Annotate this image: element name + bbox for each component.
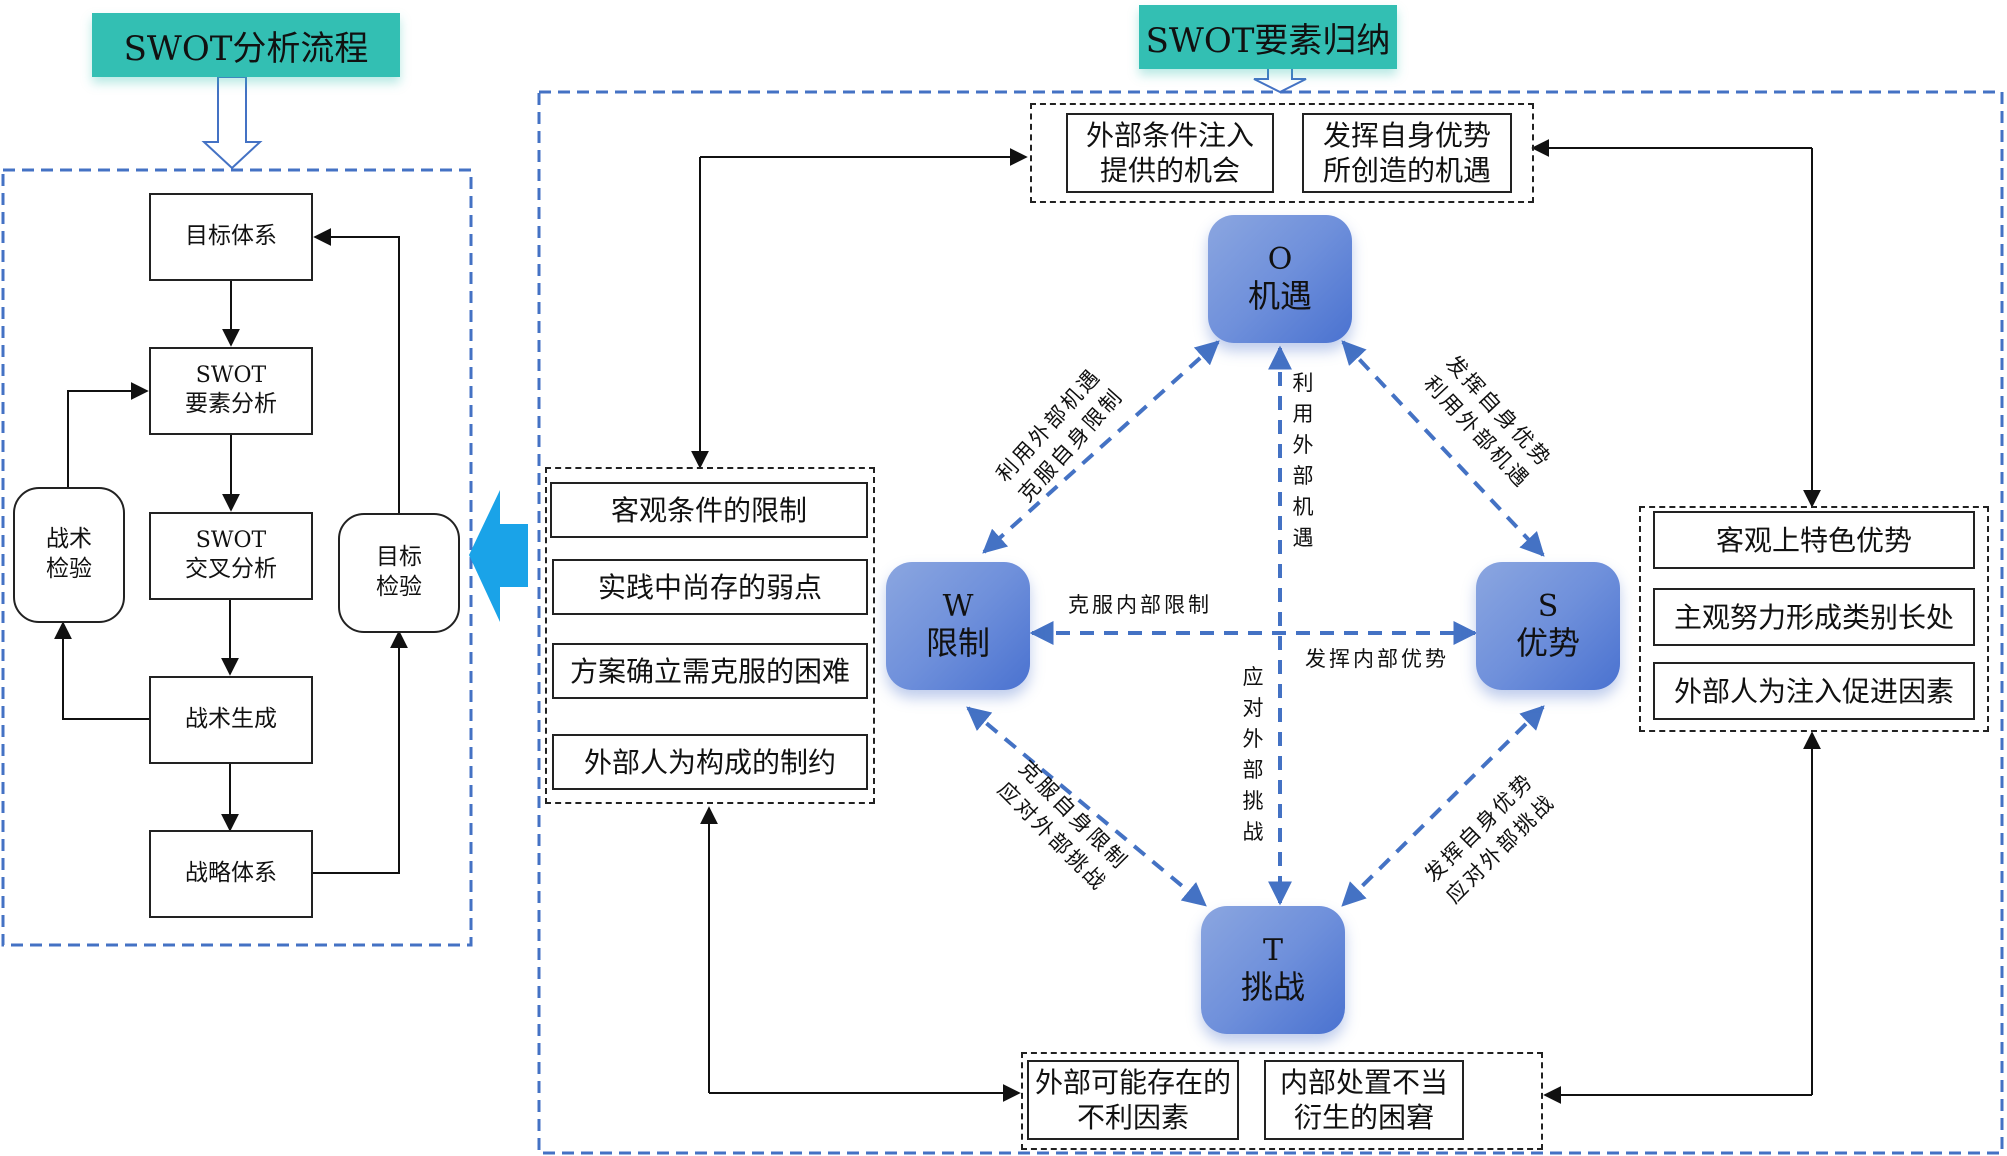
opportunity-item-line2: 提供的机会: [1099, 154, 1240, 187]
strength-item: 客观上特色优势: [1653, 511, 1975, 569]
threat-item-line2: 衍生的困窘: [1293, 1101, 1434, 1134]
weakness-item-label: 客观条件的限制: [610, 493, 807, 527]
tactic-check-l2: 检验: [46, 556, 92, 582]
tactic-gen-box: 战术生成: [149, 676, 313, 764]
strength-item: 外部人为注入促进因素: [1653, 662, 1975, 720]
threat-item: 外部可能存在的 不利因素: [1027, 1060, 1239, 1140]
weakness-item: 外部人为构成的制约: [552, 734, 868, 790]
node-word: 机遇: [1247, 276, 1312, 315]
relation-os: [1341, 340, 1545, 557]
opportunity-group: [1030, 103, 1534, 203]
down-arrow-icon: [1253, 67, 1307, 94]
label-t-vertical: 应对外部挑战: [1242, 665, 1264, 844]
threat-item-line1: 内部处置不当: [1279, 1066, 1448, 1099]
goal-system-box: 目标体系: [149, 193, 313, 281]
threat-item: 内部处置不当 衍生的困窘: [1264, 1060, 1464, 1140]
label-w-horizontal: 克服内部限制: [1068, 593, 1212, 617]
node-letter: S: [1537, 588, 1559, 624]
relation-ow: [982, 340, 1220, 554]
node-threat: T 挑战: [1201, 906, 1345, 1034]
weakness-item-label: 实践中尚存的弱点: [597, 570, 822, 604]
swot-factor-box: SWOT 要素分析: [149, 347, 313, 435]
swot-title: SWOT要素归纳: [1139, 5, 1397, 69]
swot-factor-zh: 要素分析: [185, 391, 277, 418]
opportunity-item: 外部条件注入 提供的机会: [1066, 113, 1274, 193]
threat-group: [1021, 1052, 1543, 1150]
swot-cross-en: SWOT: [195, 527, 267, 553]
swot-cross-box: SWOT 交叉分析: [149, 512, 313, 600]
flow-title: SWOT分析流程: [92, 13, 400, 77]
swot-cross-zh: 交叉分析: [185, 556, 277, 583]
tactic-check-box: 战术 检验: [13, 487, 125, 623]
strength-item-label: 客观上特色优势: [1715, 523, 1912, 557]
strength-item: 主观努力形成类别长处: [1653, 588, 1975, 646]
strength-item-label: 主观努力形成类别长处: [1673, 600, 1954, 634]
down-arrow-icon: [201, 76, 263, 170]
weakness-group: [545, 467, 875, 804]
flow-arrow: [313, 228, 400, 513]
node-word: 优势: [1515, 623, 1580, 662]
node-word: 限制: [925, 623, 990, 662]
node-weakness: W 限制: [886, 562, 1030, 690]
strategy-system-box: 战略体系: [149, 830, 313, 918]
opportunity-item: 发挥自身优势 所创造的机遇: [1302, 113, 1512, 193]
flow-arrow: [312, 630, 408, 874]
node-strength: S 优势: [1476, 562, 1620, 690]
opportunity-item-line2: 所创造的机遇: [1322, 154, 1491, 187]
strategy-system-label: 战略体系: [185, 860, 277, 887]
weakness-item: 实践中尚存的弱点: [552, 559, 868, 615]
label-o-vertical: 利用外部机遇: [1292, 371, 1314, 550]
tactic-gen-label: 战术生成: [185, 706, 277, 733]
goal-system-label: 目标体系: [185, 223, 277, 250]
goal-check-l2: 检验: [376, 574, 422, 600]
strength-group: [1639, 506, 1989, 732]
opportunity-item-line1: 外部条件注入: [1085, 119, 1254, 152]
relation-wt: [966, 706, 1207, 907]
node-letter: W: [942, 588, 974, 624]
swot-frame: [537, 90, 2004, 1155]
threat-item-line1: 外部可能存在的: [1034, 1066, 1231, 1099]
weakness-item-label: 外部人为构成的制约: [583, 745, 836, 779]
node-opportunity: O 机遇: [1208, 215, 1352, 343]
label-s-horizontal: 发挥内部优势: [1305, 647, 1449, 671]
goal-check-box: 目标 检验: [338, 513, 460, 633]
node-letter: O: [1267, 241, 1293, 277]
weakness-item-label: 方案确立需克服的困难: [569, 654, 850, 688]
strength-item-label: 外部人为注入促进因素: [1673, 674, 1954, 708]
node-letter: T: [1262, 932, 1283, 968]
big-left-arrow-icon: [469, 490, 528, 622]
weakness-item: 客观条件的限制: [550, 482, 868, 538]
swot-factor-en: SWOT: [195, 362, 267, 388]
flow-arrow: [54, 621, 150, 720]
opportunity-item-line1: 发挥自身优势: [1322, 119, 1491, 152]
node-word: 挑战: [1240, 967, 1305, 1006]
flow-arrow: [67, 382, 149, 487]
tactic-check-l1: 战术: [46, 526, 92, 553]
goal-check-l1: 目标: [376, 544, 422, 571]
threat-item-line2: 不利因素: [1076, 1101, 1189, 1134]
weakness-item: 方案确立需克服的困难: [552, 643, 868, 699]
